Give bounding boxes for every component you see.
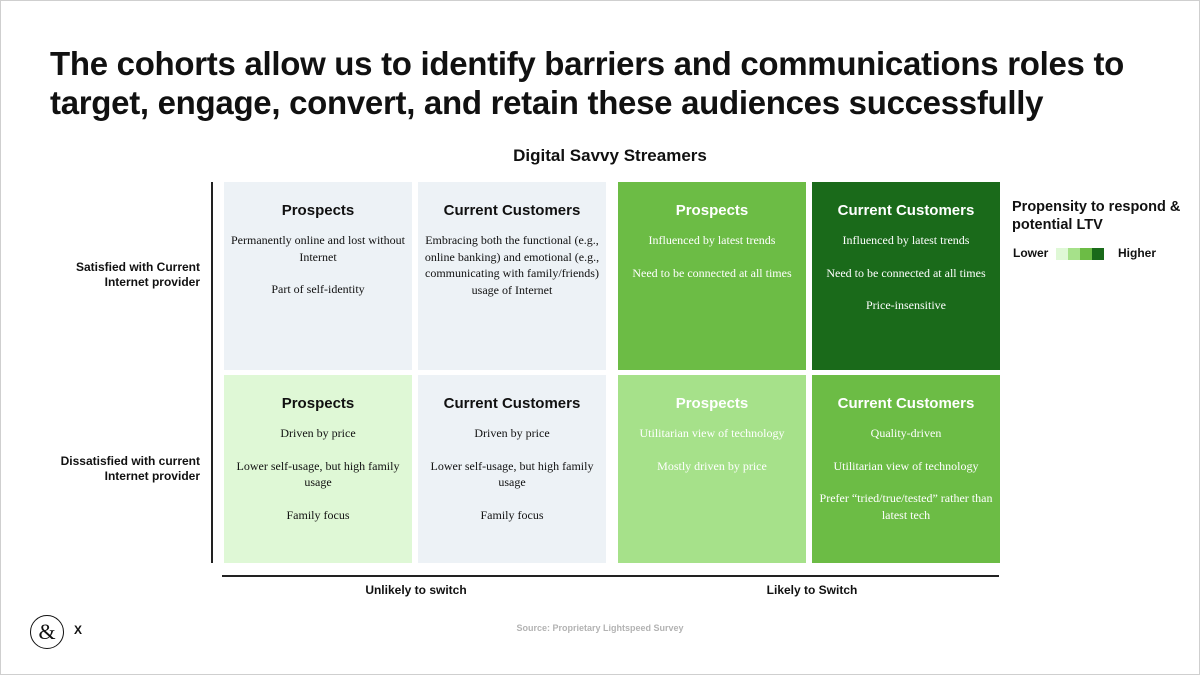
brand-logo: & bbox=[30, 615, 64, 649]
source-note: Source: Proprietary Lightspeed Survey bbox=[516, 623, 684, 633]
cohort-trait: Family focus bbox=[480, 507, 544, 522]
legend-swatch bbox=[1080, 248, 1092, 260]
slide-title: The cohorts allow us to identify barrier… bbox=[50, 45, 1124, 121]
cohort-trait: Mostly driven by price bbox=[657, 458, 767, 473]
cohort-trait: Utilitarian view of technology bbox=[639, 426, 785, 440]
legend-title: Propensity to respond & potential LTV bbox=[1012, 199, 1181, 233]
cohort-trait: Prefer “tried/true/tested” rather than l… bbox=[819, 491, 993, 522]
matrix-subtitle: Digital Savvy Streamers bbox=[513, 146, 707, 165]
row-label-satisfied: Satisfied with Current Internet provider bbox=[75, 260, 200, 289]
legend-scale bbox=[1056, 248, 1104, 260]
cohort-trait: Need to be connected at all times bbox=[826, 265, 986, 280]
cohort-trait: Lower self-usage, but high family usage bbox=[430, 458, 594, 490]
cohort-trait: Influenced by latest trends bbox=[842, 233, 970, 247]
cohort-heading: Prospects bbox=[281, 395, 355, 412]
cohort-heading: Current Customers bbox=[443, 395, 581, 412]
cohort-trait: Need to be connected at all times bbox=[632, 265, 792, 280]
cohort-trait: Driven by price bbox=[474, 426, 550, 440]
cohort-heading: Current Customers bbox=[443, 202, 581, 219]
cohort-trait: Price-insensitive bbox=[866, 298, 946, 312]
cohort-heading: Prospects bbox=[675, 395, 749, 412]
column-label-likely: Likely to Switch bbox=[766, 583, 858, 597]
horizontal-axis bbox=[222, 575, 999, 577]
cohort-trait: Family focus bbox=[286, 507, 350, 522]
legend-high-label: Higher bbox=[1118, 246, 1157, 260]
cohort-trait: Permanently online and lost without Inte… bbox=[231, 233, 405, 264]
legend-swatch bbox=[1092, 248, 1104, 260]
legend-low-label: Lower bbox=[1013, 246, 1049, 260]
cohort-trait: Influenced by latest trends bbox=[648, 233, 776, 247]
cohort-heading: Current Customers bbox=[837, 202, 975, 219]
cohort-heading: Prospects bbox=[675, 202, 749, 219]
cohort-trait: Lower self-usage, but high family usage bbox=[236, 458, 400, 490]
cohort-trait: Quality-driven bbox=[870, 426, 942, 440]
cohort-trait: Utilitarian view of technology bbox=[833, 458, 979, 473]
legend-swatch bbox=[1056, 248, 1068, 260]
close-icon[interactable]: X bbox=[74, 623, 83, 637]
legend-swatch bbox=[1068, 248, 1080, 260]
column-label-unlikely: Unlikely to switch bbox=[365, 583, 467, 597]
cohort-trait: Part of self-identity bbox=[271, 282, 365, 296]
cohort-trait: Driven by price bbox=[280, 426, 356, 440]
cohort-heading: Current Customers bbox=[837, 395, 975, 412]
vertical-axis bbox=[211, 182, 213, 563]
row-label-dissatisfied: Dissatisfied with current Internet provi… bbox=[60, 454, 200, 483]
cohort-trait: Embracing both the functional (e.g., onl… bbox=[424, 233, 600, 297]
cohort-heading: Prospects bbox=[281, 202, 355, 219]
